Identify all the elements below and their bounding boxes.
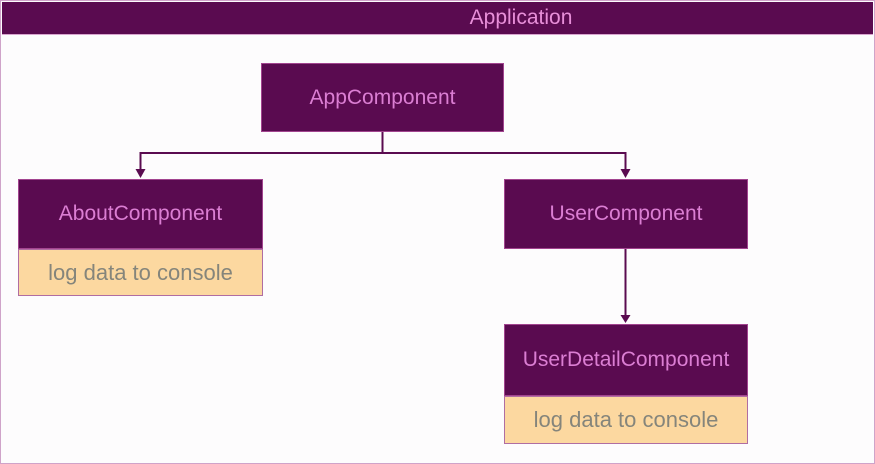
node-usercomponent: UserComponent bbox=[504, 179, 748, 249]
arrowhead-user bbox=[620, 169, 631, 178]
arrowhead-about bbox=[135, 169, 146, 178]
note-aboutcomponent: log data to console bbox=[18, 249, 263, 296]
node-appcomponent: AppComponent bbox=[261, 63, 504, 132]
node-userdetailcomponent-label: UserDetailComponent bbox=[522, 348, 730, 371]
note-userdetailcomponent-text: log data to console bbox=[533, 407, 719, 432]
node-aboutcomponent: AboutComponent bbox=[18, 179, 263, 249]
node-userdetailcomponent: UserDetailComponent bbox=[504, 324, 748, 396]
node-aboutcomponent-label: AboutComponent bbox=[58, 202, 223, 225]
arrowhead-user-detail bbox=[620, 315, 631, 323]
node-appcomponent-label: AppComponent bbox=[309, 85, 456, 109]
node-usercomponent-label: UserComponent bbox=[549, 202, 703, 225]
application-header: Application bbox=[2, 2, 873, 35]
application-title: Application bbox=[469, 6, 573, 29]
note-userdetailcomponent: log data to console bbox=[504, 396, 748, 444]
note-aboutcomponent-text: log data to console bbox=[48, 259, 233, 285]
